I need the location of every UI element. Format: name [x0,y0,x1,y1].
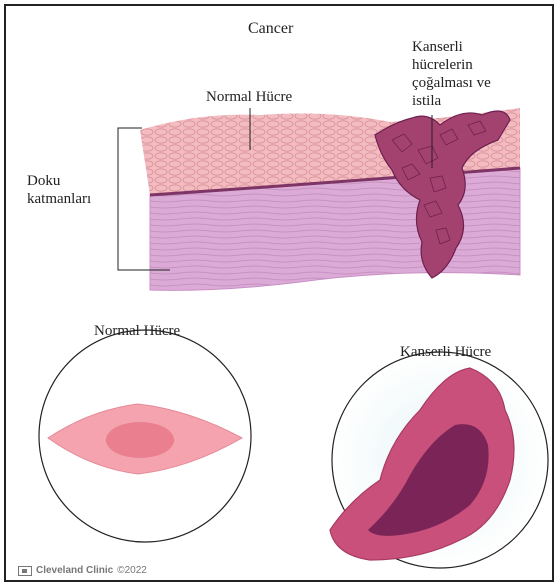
normal-cell-bottom-label: Normal Hücre [94,322,180,340]
normal-cell-illustration [39,330,251,542]
credit-brand: Cleveland Clinic [36,565,113,576]
cancer-cell-bottom-label: Kanserli Hücre [400,343,491,361]
cleveland-clinic-logo-icon [18,566,32,576]
cancer-spread-line: Kanserli [412,38,491,56]
tissue-block [140,108,520,290]
cancer-cell-illustration [330,352,548,568]
credit-line: Cleveland Clinic ©2022 [18,565,147,576]
tissue-layers-line: Doku [27,172,91,190]
diagram-title: Cancer [248,20,293,38]
credit-year: ©2022 [117,565,147,576]
cancer-spread-line: hücrelerin [412,56,491,74]
cancer-spread-line: istila [412,92,491,110]
tissue-layers-label: Doku katmanları [27,172,91,208]
cancer-spread-line: çoğalması ve [412,74,491,92]
normal-cell-top-label: Normal Hücre [206,88,292,106]
cancer-spread-label: Kanserli hücrelerin çoğalması ve istila [412,38,491,110]
tissue-layers-line: katmanları [27,190,91,208]
